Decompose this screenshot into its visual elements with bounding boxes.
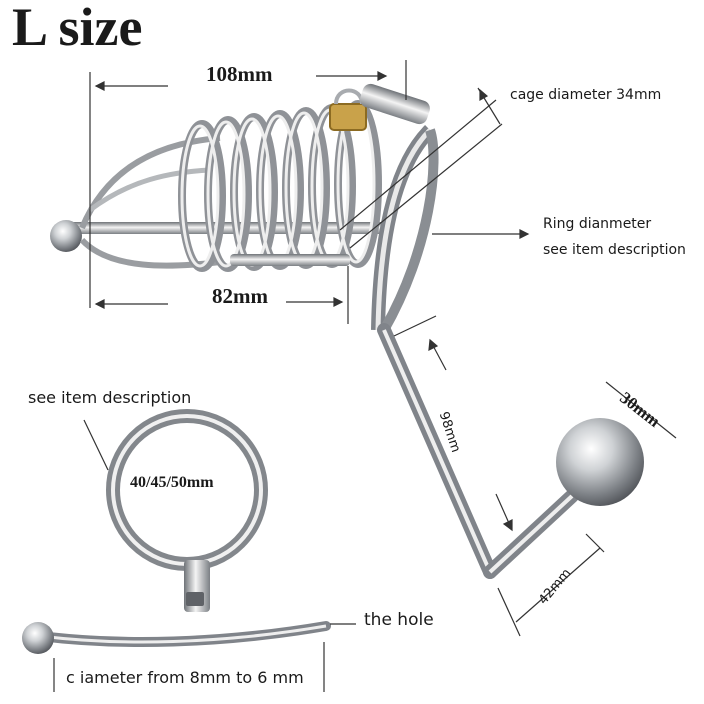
cage-bottom-bar [230, 254, 350, 266]
page-title: L size [12, 0, 143, 57]
ring-diameter-note: see item description [543, 242, 686, 258]
cage-front-bar-bottom [79, 237, 221, 269]
ring-diameter-label: Ring dianmeter [543, 216, 652, 232]
cage-diameter-label: cage diameter 34mm [510, 87, 662, 103]
anal-ball [556, 418, 644, 506]
hole-label: the hole [364, 610, 434, 630]
cage-tip-ball [50, 220, 82, 252]
cage-inner-tube [60, 222, 390, 234]
lock-barrel [360, 83, 430, 125]
loose-ring [106, 409, 268, 612]
ring-sizes-label: 40/45/50mm [130, 474, 214, 491]
cage-length-label: 82mm [212, 284, 268, 308]
cage [50, 83, 430, 272]
cage-front-bar-mid [88, 167, 211, 213]
ring-with-hook [371, 125, 644, 579]
urethral-diameter-label: c iameter from 8mm to 6 mm [66, 668, 304, 687]
dimension-lines [53, 60, 677, 692]
ring-see-item-label: see item description [28, 388, 192, 407]
lock-icon [329, 103, 367, 131]
urethral-sound [22, 621, 331, 654]
cage-front-bar-top [79, 135, 221, 230]
total-length-label: 108mm [206, 62, 273, 86]
